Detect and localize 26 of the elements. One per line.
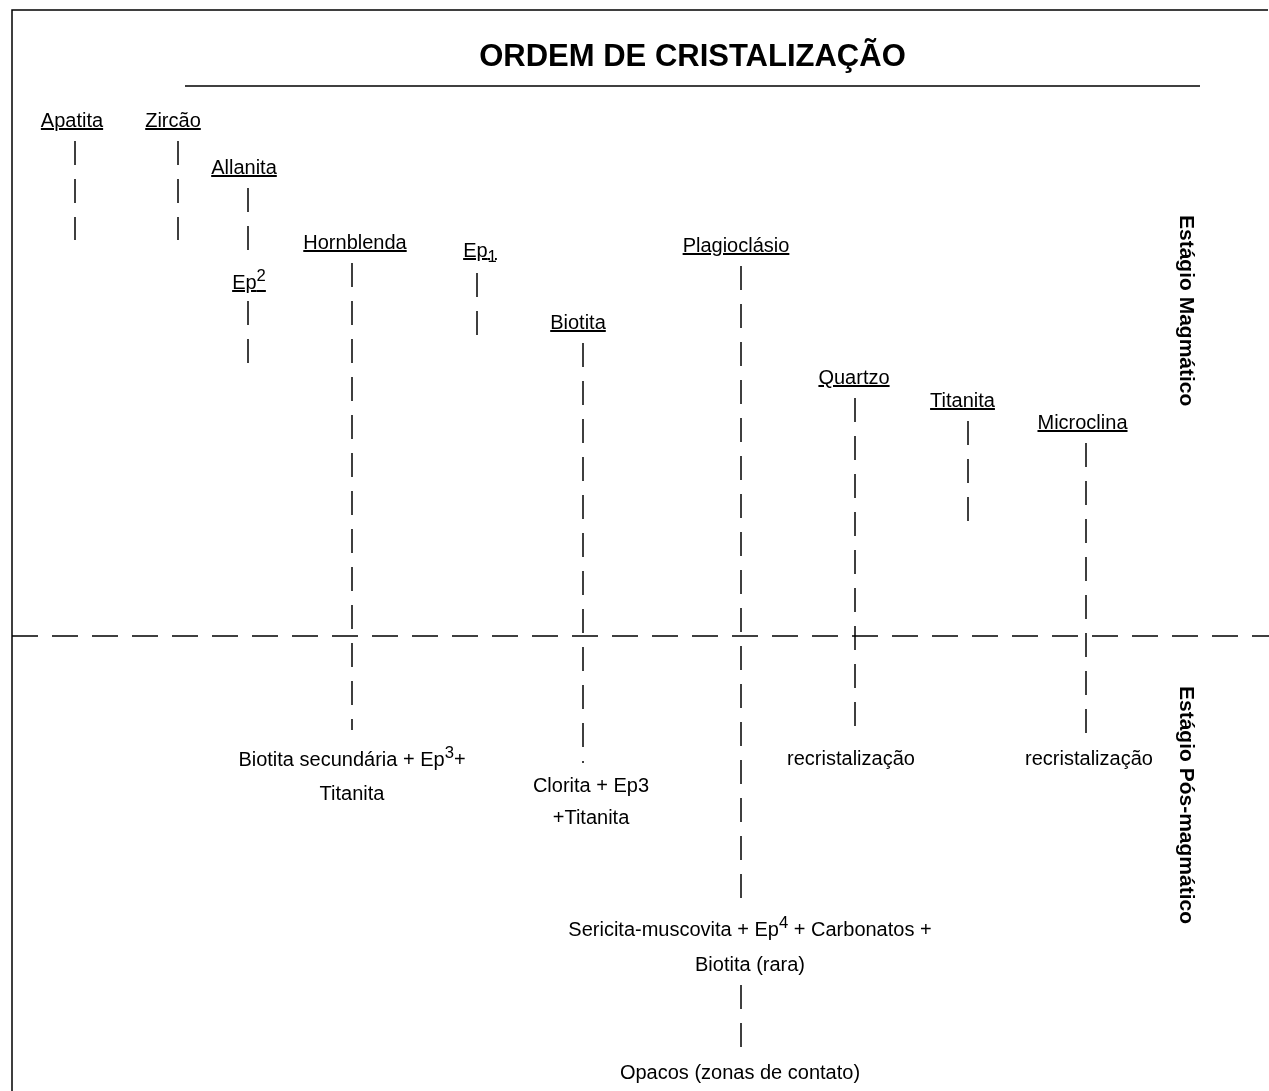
- mineral-name: Microclina: [1020, 409, 1145, 435]
- product-text: Opacos (zonas de contato): [578, 1059, 902, 1085]
- diagram-title: ORDEM DE CRISTALIZAÇÃO: [478, 37, 907, 75]
- product-text: recristalização: [764, 745, 938, 771]
- dashed-line: [740, 265, 742, 900]
- stage-label: Estágio Magmático: [1175, 215, 1200, 407]
- dashed-line: [247, 300, 249, 366]
- mineral-name: Ep$^{2}$: [224, 263, 274, 295]
- product-text: Sericita-muscovita + Ep$^{4}$ + Carbonatos + Biotita (rara): [550, 905, 950, 982]
- product-text: Biotita secundária + Ep$^{3}$+ Titanita: [228, 736, 476, 810]
- mineral-name: Quartzo: [803, 364, 905, 390]
- mineral-name: Zircão: [133, 107, 213, 133]
- product-text: recristalização: [1002, 745, 1176, 771]
- dashed-line: [177, 140, 179, 241]
- mineral-name: Titanita: [917, 387, 1008, 413]
- mineral-name: Hornblenda: [284, 229, 426, 255]
- product-text: Clorita + Ep3 +Titanita: [526, 769, 656, 833]
- dashed-line: [351, 262, 353, 731]
- mineral-name: Allanita: [198, 154, 290, 180]
- dashed-line: [582, 342, 584, 764]
- mineral-name: Apatita: [30, 107, 114, 133]
- mineral-name: Ep$_{1}$: [455, 237, 505, 270]
- mineral-name: Plagioclásio: [662, 232, 810, 258]
- mineral-name: Biotita: [539, 309, 617, 335]
- stage-label: Estágio Pós-magmático: [1175, 686, 1200, 925]
- dashed-line: [74, 140, 76, 241]
